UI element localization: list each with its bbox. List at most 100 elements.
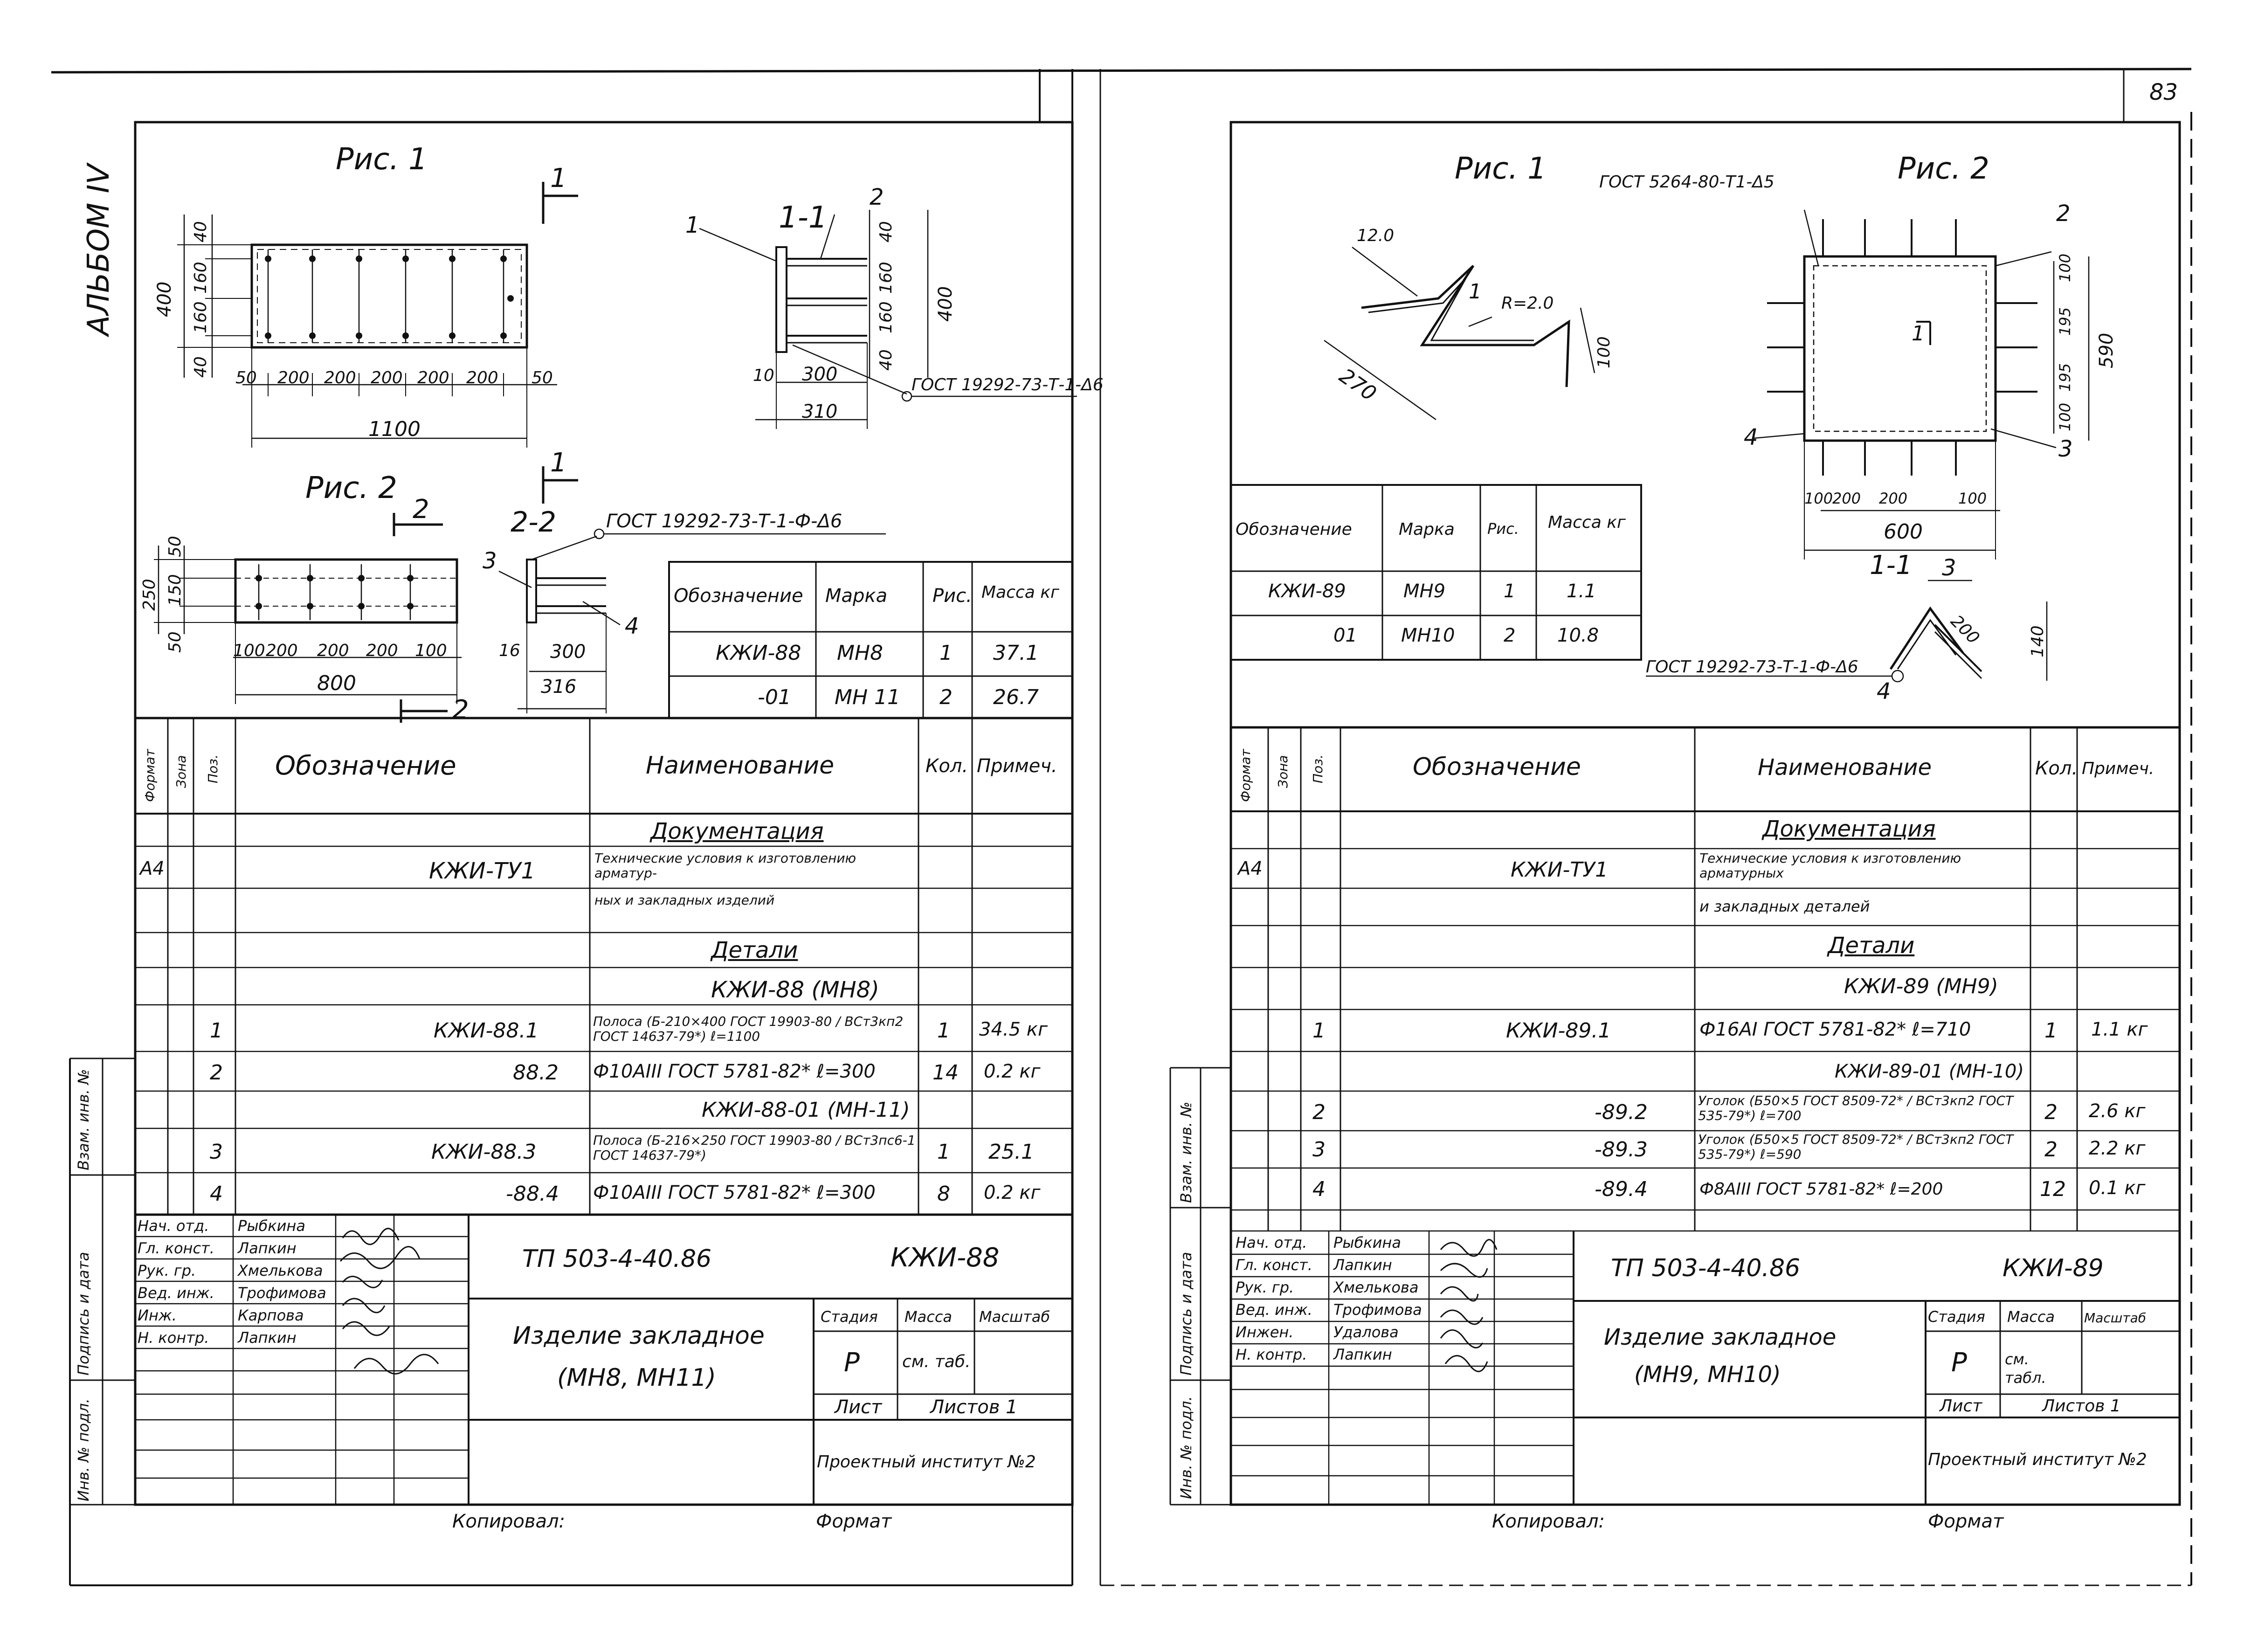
sec22-pos4: 4	[625, 613, 639, 639]
right-fig1-pos: 1	[1469, 280, 1482, 304]
right-sec11-pos3: 3	[1942, 555, 1956, 581]
right-fig2-v590: 590	[2096, 332, 2117, 368]
left-row1-qty: 1	[937, 1019, 950, 1043]
right-stamp-stage-h: Стадия	[1928, 1308, 1985, 1326]
right-fig1-r: R=2.0	[1501, 294, 1554, 313]
left-spec-h-qty: Кол.	[925, 755, 968, 777]
dim-200-5: 200	[466, 368, 498, 387]
left-side-sign: Подпись и дата	[75, 1251, 92, 1376]
left-stamp-sheet: Лист	[835, 1396, 882, 1418]
left-section-parts: Детали	[711, 937, 798, 963]
sec11-d160a: 160	[877, 262, 896, 294]
right-row3-name: Уголок (Б50×5 ГОСТ 8509-72* / ВСт3кп2 ГО…	[1698, 1132, 2014, 1162]
left-stamp-mass: см. таб.	[902, 1352, 971, 1371]
right-row2-note: 2.6 кг	[2089, 1100, 2146, 1122]
dim-1100: 1100	[368, 417, 421, 441]
dim-50-l: 50	[235, 368, 257, 387]
left-stamp-role-6: Н. контр.	[138, 1329, 209, 1347]
fig2-d50b: 50	[166, 631, 185, 653]
album-label: АЛЬБОМ IV	[82, 164, 116, 336]
fig2-d150: 150	[166, 574, 185, 606]
fig2-x200a: 200	[266, 641, 298, 660]
right-fig2-w600: 600	[1884, 520, 1923, 544]
left-stamp-stage: Р	[844, 1348, 860, 1378]
right-doc-code: КЖИ-ТУ1	[1511, 858, 1609, 882]
sec11-pos2: 2	[870, 184, 884, 210]
left-stamp-name-3: Хмелькова	[238, 1262, 323, 1279]
left-stamp-name-1: Рыбкина	[238, 1217, 305, 1235]
right-row1-qty: 1	[2044, 1019, 2058, 1043]
left-marks-r2c4: 26.7	[993, 685, 1039, 709]
right-stamp-role-2: Гл. конст.	[1236, 1256, 1312, 1274]
right-marks-h2: Марка	[1399, 520, 1455, 539]
right-row2-code: -89.2	[1595, 1100, 1648, 1124]
right-sec11-pos4: 4	[1877, 678, 1891, 705]
right-side-inv: Инв. № подл.	[1177, 1396, 1195, 1499]
right-marks-h1: Обозначение	[1236, 520, 1352, 539]
left-doc-code: КЖИ-ТУ1	[429, 858, 536, 884]
left-side-repl: Взам. инв. №	[75, 1069, 92, 1170]
sec22-d16: 16	[499, 641, 520, 660]
right-stamp-doc: КЖИ-89	[2003, 1254, 2104, 1282]
right-spec-h-note: Примеч.	[2082, 759, 2154, 778]
dim-200-1: 200	[277, 368, 310, 387]
right-fig2-v1: 100	[2056, 253, 2074, 282]
right-doc-name2: и закладных деталей	[1699, 898, 1870, 915]
dim-200-3: 200	[371, 368, 403, 387]
left-spec-h-code: Обозначение	[275, 751, 456, 781]
right-section-1-1: 1-1	[1870, 550, 1913, 581]
right-spec-h-qty: Кол.	[2035, 758, 2078, 779]
right-spec-h-zone: Зона	[1275, 755, 1291, 788]
right-sec11-d140: 140	[2028, 625, 2047, 657]
left-stamp-title2: (МН8, МН11)	[557, 1364, 716, 1392]
left-section-doc: Документация	[650, 818, 824, 844]
right-stamp-role-1: Нач. отд.	[1236, 1234, 1307, 1251]
right-stamp-org: Проектный институт №2	[1928, 1450, 2147, 1469]
left-row4-pos: 4	[210, 1182, 223, 1206]
right-sub1: КЖИ-89 (МН9)	[1844, 975, 1998, 998]
dim-40-bot: 40	[191, 356, 210, 378]
sec22-pos3: 3	[483, 548, 497, 574]
left-marks-h2: Марка	[825, 585, 888, 607]
right-fig1-d100: 100	[1595, 336, 1614, 368]
sec22-d300: 300	[550, 641, 586, 663]
right-spec-h-name: Наименование	[1758, 754, 1932, 781]
right-row1-code: КЖИ-89.1	[1506, 1019, 1611, 1043]
left-marks-r2c2: МН 11	[835, 685, 901, 709]
left-side-inv: Инв. № подл.	[75, 1398, 92, 1501]
right-marks-r2c4: 10.8	[1557, 625, 1599, 646]
right-stamp-scale-h: Масштаб	[2084, 1310, 2147, 1326]
left-row4-qty: 8	[937, 1182, 950, 1206]
right-fig2-v2: 195	[2056, 307, 2074, 336]
left-stamp-scale-h: Масштаб	[979, 1308, 1050, 1326]
right-copied: Копировал:	[1492, 1511, 1605, 1532]
dim-400: 400	[154, 281, 175, 317]
left-row4-note: 0.2 кг	[984, 1182, 1041, 1203]
right-stamp-mass-h: Масса	[2007, 1308, 2055, 1326]
right-marks-r1c2: МН9	[1403, 581, 1446, 602]
right-section-parts: Детали	[1828, 933, 1915, 959]
sec11-d400: 400	[935, 286, 956, 322]
left-stamp-role-5: Инж.	[138, 1306, 177, 1324]
left-marks-h4: Масса кг	[981, 583, 1059, 602]
right-format: Формат	[1928, 1511, 2004, 1532]
left-row2-code: 88.2	[513, 1061, 559, 1085]
left-stamp-mass-h: Масса	[905, 1308, 953, 1326]
right-doc-fmt: А4	[1238, 858, 1263, 879]
right-row3-code: -89.3	[1595, 1138, 1648, 1161]
right-stamp-role-5: Инжен.	[1236, 1323, 1294, 1341]
left-row4-code: -88.4	[506, 1182, 559, 1206]
right-row4-pos: 4	[1312, 1177, 1326, 1201]
right-stamp-name-6: Лапкин	[1333, 1346, 1392, 1363]
right-stamp-name-2: Лапкин	[1333, 1256, 1392, 1274]
left-row2-pos: 2	[210, 1061, 223, 1085]
left-marks-r1c2: МН8	[837, 641, 884, 665]
right-row3-qty: 2	[2044, 1138, 2058, 1161]
left-copied: Копировал:	[452, 1511, 566, 1532]
left-fig2-title: Рис. 2	[305, 471, 397, 505]
right-fig1-title: Рис. 1	[1455, 152, 1547, 186]
cut-label-2a: 2	[413, 494, 429, 525]
left-stamp-role-1: Нач. отд.	[138, 1217, 209, 1235]
cut-label-1a: 1	[550, 163, 567, 194]
left-row2-qty: 14	[932, 1061, 959, 1085]
